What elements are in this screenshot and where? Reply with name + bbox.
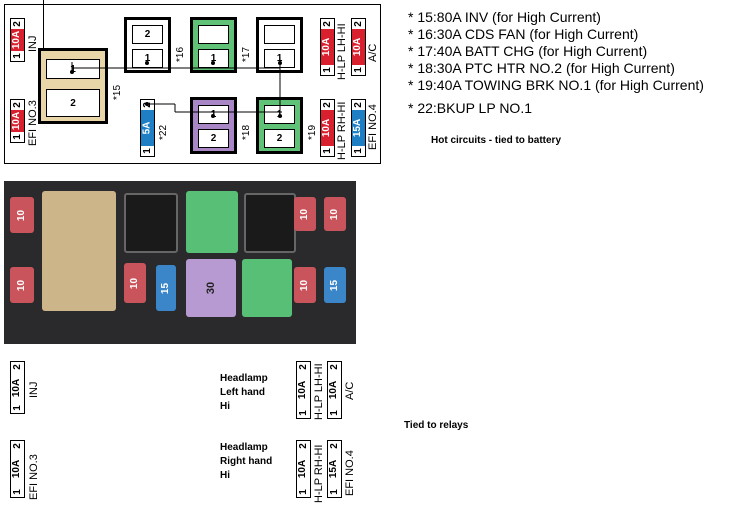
- relay-terminal: [264, 25, 295, 44]
- note-line: Right hand: [220, 456, 273, 467]
- bottom-label-inj: INJ: [28, 381, 40, 399]
- photo-fuse-label: 10: [16, 209, 28, 221]
- pin-label: 2: [328, 364, 340, 370]
- note-hot-circuits: Hot circuits - tied to battery: [431, 135, 562, 146]
- pin-label: 1: [328, 489, 340, 495]
- photo-fuse-label: 10: [16, 279, 28, 291]
- photo-large-fuse: [42, 191, 116, 311]
- relay-terminal: [198, 25, 229, 44]
- relay-terminal: 2: [264, 129, 295, 148]
- legend-line-22: * 22:BKUP LP NO.1: [408, 100, 532, 116]
- pin-label: 1: [297, 489, 309, 495]
- photo-fuse-bottom-left: 10: [10, 267, 34, 303]
- bottom-label-hlp-lh: H-LP LH-HI: [313, 363, 325, 420]
- amp-label: 10A: [297, 380, 309, 400]
- photo-fuse-top-left: 10: [10, 197, 34, 233]
- fuse-box-diagram: [4, 4, 381, 164]
- marker-17: *17: [241, 46, 252, 62]
- photo-mini-fuse-2: 15: [324, 267, 346, 303]
- bottom-label-efi4: EFI NO.4: [344, 450, 356, 496]
- marker-19: *19: [307, 124, 318, 140]
- relay-15: 1 2: [38, 48, 108, 124]
- relay-terminal: 2: [132, 25, 163, 44]
- pin-label: 1: [328, 410, 340, 416]
- photo-fuse-label: 15: [329, 279, 341, 291]
- fuse-efi4: 2 15A 1: [351, 99, 366, 157]
- amp-label: 10A: [11, 459, 23, 479]
- pin-label: 2: [11, 443, 23, 449]
- amp-label: 10A: [328, 380, 340, 400]
- bottom-fuse-efi4: 2 15A 1: [327, 440, 342, 498]
- photo-purple-fuse: 30: [186, 259, 236, 317]
- photo-fuse-r2: 10: [324, 197, 346, 231]
- relay-19: 1 2: [256, 97, 303, 154]
- photo-relay-slot-1: [124, 193, 178, 253]
- note-headlamp-right: Headlamp Right hand Hi: [220, 441, 272, 483]
- bottom-fuse-inj: 2 10A 1: [10, 361, 25, 414]
- fuse-box-photo: 10 10 10 10 15 30 10 15 10: [4, 181, 356, 344]
- pin-label: 2: [297, 443, 309, 449]
- amp-label: 15A: [328, 459, 340, 479]
- pin-label: 1: [11, 489, 23, 495]
- photo-fuse-label: 10: [299, 208, 311, 220]
- pin-label: 1: [297, 410, 309, 416]
- pin-label: 2: [11, 364, 23, 370]
- pin-label: 1: [11, 405, 23, 411]
- marker-16: *16: [175, 46, 186, 62]
- fuse-inj: 2 10A 1: [10, 18, 25, 62]
- legend-line-15: * 15:80A INV (for High Current): [408, 9, 601, 25]
- pin-label: 2: [297, 364, 309, 370]
- photo-mini-fuse-1: 15: [156, 265, 176, 311]
- photo-green-fuse-top: [186, 191, 238, 253]
- marker-15: *15: [112, 84, 123, 100]
- legend-line-18: * 18:30A PTC HTR NO.2 (for High Current): [408, 60, 675, 76]
- legend-line-16: * 16:30A CDS FAN (for High Current): [408, 26, 639, 42]
- legend-line-19: * 19:40A TOWING BRK NO.1 (for High Curre…: [408, 77, 704, 93]
- marker-18: *18: [241, 124, 252, 140]
- relay-terminal: 1: [46, 59, 100, 79]
- photo-fuse-label: 10: [299, 279, 311, 291]
- note-line: Hi: [220, 470, 230, 481]
- note-line: Hi: [220, 401, 230, 412]
- note-line: Headlamp: [220, 373, 268, 384]
- bottom-fuse-hlp-rh: 2 10A 1: [296, 440, 311, 498]
- photo-fuse-r4: 10: [124, 263, 146, 303]
- relay-terminal: 2: [46, 89, 100, 117]
- pin-label: 2: [328, 443, 340, 449]
- relay-18: 1 2: [190, 97, 237, 154]
- legend-line-17: * 17:40A BATT CHG (for High Current): [408, 43, 648, 59]
- photo-fuse-label: 10: [129, 277, 141, 289]
- note-line: Headlamp: [220, 442, 268, 453]
- amp-label: 10A: [297, 459, 309, 479]
- photo-relay-slot-2: [244, 193, 296, 253]
- photo-fuse-label: 30: [205, 281, 217, 295]
- bottom-fuse-hlp-lh: 2 10A 1: [296, 361, 311, 419]
- fuse-efi3: 2 10A 1: [10, 99, 25, 143]
- photo-fuse-r3: 10: [294, 267, 316, 303]
- fuse-22: 2 5A 1: [140, 99, 155, 157]
- photo-fuse-r1: 10: [294, 197, 316, 231]
- amp-label: 10A: [11, 378, 23, 397]
- relay-terminal: 2: [198, 129, 229, 148]
- fuse-hlp-rh: 2 10A 1: [320, 99, 335, 157]
- photo-fuse-label: 10: [329, 208, 341, 220]
- bottom-label-ac: A/C: [344, 381, 356, 400]
- bottom-label-hlp-rh: H-LP RH-HI: [313, 444, 325, 503]
- bottom-label-efi3: EFI NO.3: [28, 454, 40, 500]
- fuse-hlp-lh: 2 10A 1: [320, 18, 335, 76]
- note-tied-to-relays: Tied to relays: [404, 420, 469, 431]
- note-line: Left hand: [220, 387, 265, 398]
- photo-green-fuse-bottom: [242, 259, 292, 317]
- bottom-fuse-ac: 2 10A 1: [327, 361, 342, 419]
- fuse-ac: 2 10A 1: [351, 18, 366, 76]
- bottom-fuse-efi3: 2 10A 1: [10, 440, 25, 498]
- photo-fuse-label: 15: [160, 282, 172, 294]
- lead-line: [43, 0, 44, 60]
- marker-22: *22: [158, 124, 169, 140]
- wiring-lines: [70, 57, 282, 118]
- note-headlamp-left: Headlamp Left hand Hi: [220, 372, 268, 414]
